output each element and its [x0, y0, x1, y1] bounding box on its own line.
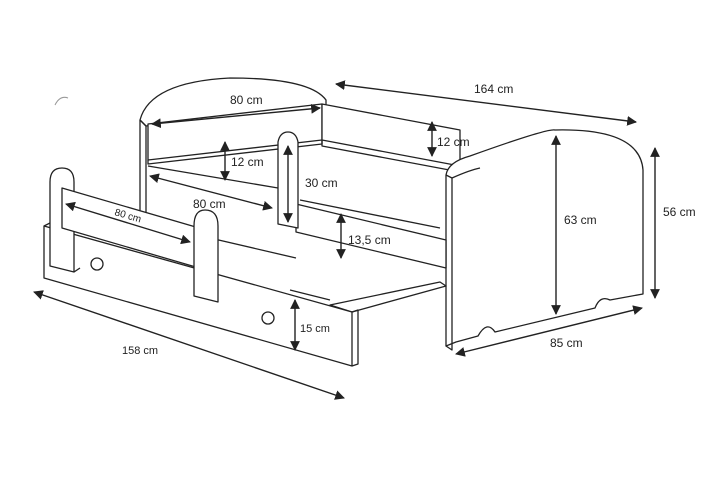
label-drawer-height: 15 cm — [300, 323, 330, 335]
dim-164-line — [335, 80, 637, 126]
dim-80-back-line — [151, 103, 321, 129]
dim-80-mid-line — [149, 173, 273, 211]
label-headboard-height: 63 cm — [564, 213, 597, 227]
headboard-panel — [445, 129, 644, 347]
dim-158-line — [33, 290, 345, 400]
corner-mark — [54, 96, 69, 106]
label-bed-width: 85 cm — [550, 336, 583, 350]
drawer-top-edge — [329, 281, 447, 313]
label-back-rail-height: 12 cm — [437, 135, 470, 149]
label-inner-panel-height: 12 cm — [231, 155, 264, 169]
dimension-labels: 164 cm 80 cm 12 cm 12 cm 30 cm 80 cm 80 … — [113, 82, 696, 357]
drawer-handle-right[interactable] — [261, 311, 275, 325]
label-total-height: 56 cm — [663, 205, 696, 219]
barrier-post-right — [193, 209, 219, 303]
dim-80-barrier-line — [65, 201, 191, 245]
label-mattress-depth: 80 cm — [193, 197, 226, 211]
label-barrier-height: 30 cm — [305, 176, 338, 190]
label-bed-length: 164 cm — [474, 82, 513, 96]
drawer-handle-left[interactable] — [90, 257, 104, 271]
label-side-height: 13,5 cm — [348, 233, 391, 247]
label-drawer-length: 158 cm — [122, 345, 158, 357]
dimension-lines — [33, 80, 660, 400]
dim-85-line — [455, 305, 643, 357]
label-back-rail-width: 80 cm — [230, 93, 263, 107]
